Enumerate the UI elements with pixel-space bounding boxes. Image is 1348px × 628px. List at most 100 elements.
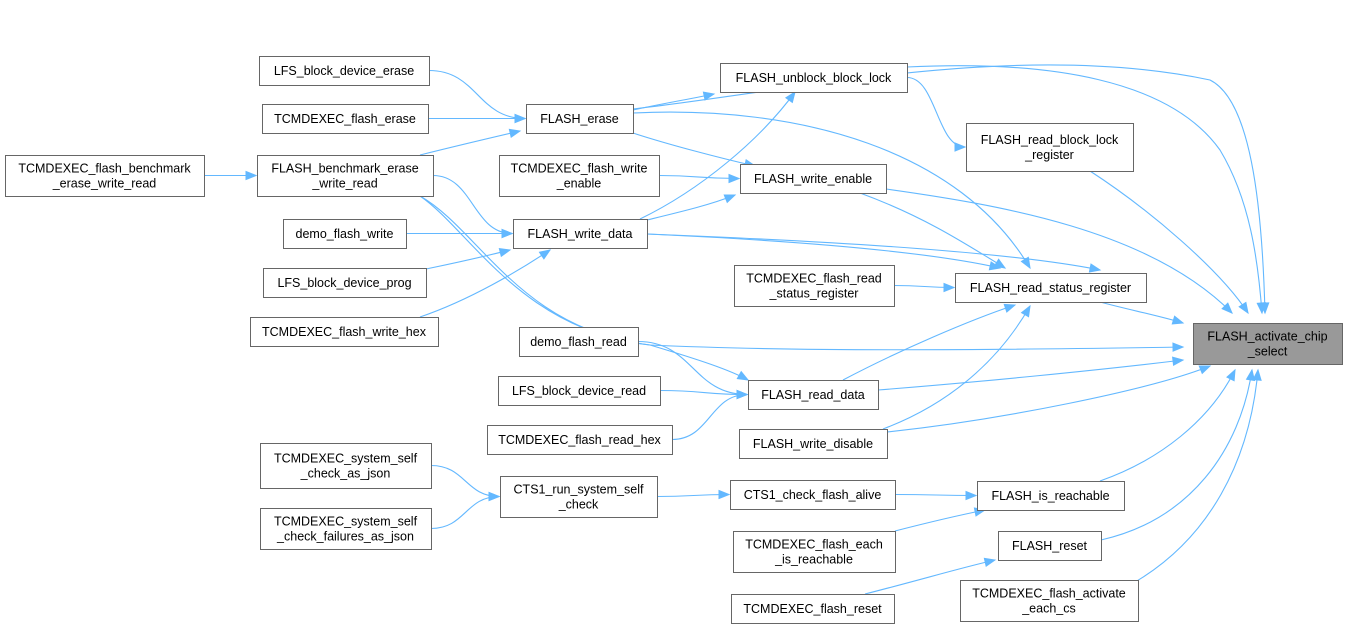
- edge-n_tcm_scf_json-to-n_cts1_self: [430, 491, 501, 530]
- root-node[interactable]: FLASH_activate_chip_select: [1193, 323, 1343, 365]
- edge-n_tcm_read_hex-to-n_read_data: [671, 389, 749, 441]
- graph-node[interactable]: FLASH_is_reachable: [977, 481, 1125, 511]
- arrowhead: [1020, 256, 1031, 270]
- node-box[interactable]: [263, 268, 427, 298]
- edge-n_cts1_self-to-n_cts1_alive: [656, 489, 731, 500]
- graph-node[interactable]: TCMDEXEC_flash_write_hex: [250, 317, 439, 347]
- graph-node[interactable]: FLASH_read_data: [748, 380, 879, 410]
- node-box[interactable]: [499, 155, 660, 197]
- node-box[interactable]: [259, 56, 430, 86]
- edge-n_bench_erw-to-root: [419, 195, 1185, 352]
- arrowhead: [1172, 342, 1185, 352]
- edge-n_bench_erw-to-n_erase: [419, 128, 522, 156]
- node-label: FLASH_write_disable: [753, 437, 873, 451]
- node-box[interactable]: [960, 580, 1139, 622]
- node-label: TCMDEXEC_flash_erase: [274, 112, 416, 126]
- graph-node[interactable]: FLASH_write_data: [513, 219, 648, 249]
- node-box[interactable]: [748, 380, 879, 410]
- node-box[interactable]: [730, 480, 896, 510]
- graph-node[interactable]: FLASH_write_disable: [739, 429, 888, 459]
- arrowhead: [508, 128, 522, 139]
- arrowhead: [1221, 302, 1233, 314]
- node-box[interactable]: [262, 104, 429, 134]
- node-label: TCMDEXEC_system_self: [274, 515, 418, 529]
- edge-n_lfs_prog-to-n_write_data: [425, 247, 512, 270]
- node-box[interactable]: [257, 155, 434, 197]
- node-box[interactable]: [977, 481, 1125, 511]
- nodes-layer: FLASH_activate_chip_select FLASH_unblock_…: [5, 56, 1343, 624]
- graph-node[interactable]: LFS_block_device_erase: [259, 56, 430, 86]
- graph-node[interactable]: TCMDEXEC_flash_reset: [731, 594, 895, 624]
- graph-node[interactable]: FLASH_write_enable: [740, 164, 887, 194]
- node-box[interactable]: [740, 164, 887, 194]
- graph-node[interactable]: TCMDEXEC_system_self_check_failures_as_j…: [260, 508, 432, 550]
- node-box[interactable]: [250, 317, 439, 347]
- graph-node[interactable]: TCMDEXEC_system_self_check_as_json: [260, 443, 432, 489]
- node-label: TCMDEXEC_flash_activate: [972, 587, 1126, 601]
- graph-node[interactable]: FLASH_erase: [526, 104, 634, 134]
- node-box[interactable]: [519, 327, 639, 357]
- node-box[interactable]: [998, 531, 1102, 561]
- edge-n_tcm_bench-to-n_bench_erw: [203, 170, 258, 181]
- node-label: _erase_write_read: [52, 177, 157, 191]
- node-label: FLASH_unblock_block_lock: [736, 71, 892, 85]
- arrowhead: [784, 90, 796, 104]
- graph-node[interactable]: FLASH_read_block_lock_register: [966, 123, 1134, 172]
- graph-node[interactable]: TCMDEXEC_flash_erase: [262, 104, 429, 134]
- arrowhead: [702, 91, 716, 101]
- graph-node[interactable]: demo_flash_read: [519, 327, 639, 357]
- node-box[interactable]: [283, 219, 407, 249]
- node-label: CTS1_run_system_self: [514, 483, 644, 497]
- node-box[interactable]: [500, 476, 658, 518]
- arrowhead: [514, 113, 527, 124]
- node-box[interactable]: [5, 155, 205, 197]
- node-box[interactable]: [734, 265, 895, 307]
- node-label: FLASH_erase: [540, 112, 619, 126]
- node-box[interactable]: [731, 594, 895, 624]
- arrowhead: [1245, 368, 1256, 382]
- node-box[interactable]: [966, 123, 1134, 172]
- graph-node[interactable]: FLASH_benchmark_erase_write_read: [257, 155, 434, 197]
- node-label: TCMDEXEC_flash_each: [745, 538, 883, 552]
- graph-node[interactable]: TCMDEXEC_flash_read_status_register: [734, 265, 895, 307]
- graph-node[interactable]: TCMDEXEC_flash_activate_each_cs: [960, 580, 1139, 622]
- node-box[interactable]: [526, 104, 634, 134]
- node-label: TCMDEXEC_flash_benchmark: [18, 162, 191, 176]
- node-label: FLASH_write_enable: [754, 172, 872, 186]
- node-label: _enable: [556, 177, 602, 191]
- graph-node[interactable]: TCMDEXEC_flash_benchmark_erase_write_rea…: [5, 155, 205, 197]
- graph-node[interactable]: LFS_block_device_prog: [263, 268, 427, 298]
- node-box[interactable]: [720, 63, 908, 93]
- node-label: _each_cs: [1021, 602, 1076, 616]
- node-box[interactable]: [1193, 323, 1343, 365]
- node-label: _register: [1024, 148, 1074, 162]
- node-box[interactable]: [733, 531, 896, 573]
- node-box[interactable]: [513, 219, 648, 249]
- graph-node[interactable]: demo_flash_write: [283, 219, 407, 249]
- arrowhead: [498, 247, 512, 258]
- graph-node[interactable]: LFS_block_device_read: [498, 376, 661, 406]
- edge-n_write_data-to-n_unblock: [639, 90, 796, 220]
- edge-n_unblock-to-n_read_bl: [906, 76, 967, 152]
- edge-n_we-to-root: [885, 188, 1233, 314]
- graph-node[interactable]: FLASH_unblock_block_lock: [720, 63, 908, 93]
- node-label: TCMDEXEC_flash_read: [746, 272, 882, 286]
- node-box[interactable]: [487, 425, 673, 455]
- graph-node[interactable]: FLASH_read_status_register: [955, 273, 1147, 303]
- graph-node[interactable]: CTS1_check_flash_alive: [730, 480, 896, 510]
- node-box[interactable]: [955, 273, 1147, 303]
- graph-node[interactable]: TCMDEXEC_flash_read_hex: [487, 425, 673, 455]
- node-box[interactable]: [498, 376, 661, 406]
- graph-node[interactable]: CTS1_run_system_self_check: [500, 476, 658, 518]
- graph-node[interactable]: TCMDEXEC_flash_each_is_reachable: [733, 531, 896, 573]
- arrowhead: [1226, 368, 1236, 382]
- node-box[interactable]: [739, 429, 888, 459]
- node-box[interactable]: [260, 443, 432, 489]
- node-box[interactable]: [260, 508, 432, 550]
- graph-node[interactable]: TCMDEXEC_flash_write_enable: [499, 155, 660, 197]
- arrowhead: [1020, 304, 1031, 318]
- arrowhead: [736, 370, 750, 381]
- arrowhead: [1256, 302, 1266, 315]
- graph-node[interactable]: FLASH_reset: [998, 531, 1102, 561]
- arrowhead: [488, 491, 501, 502]
